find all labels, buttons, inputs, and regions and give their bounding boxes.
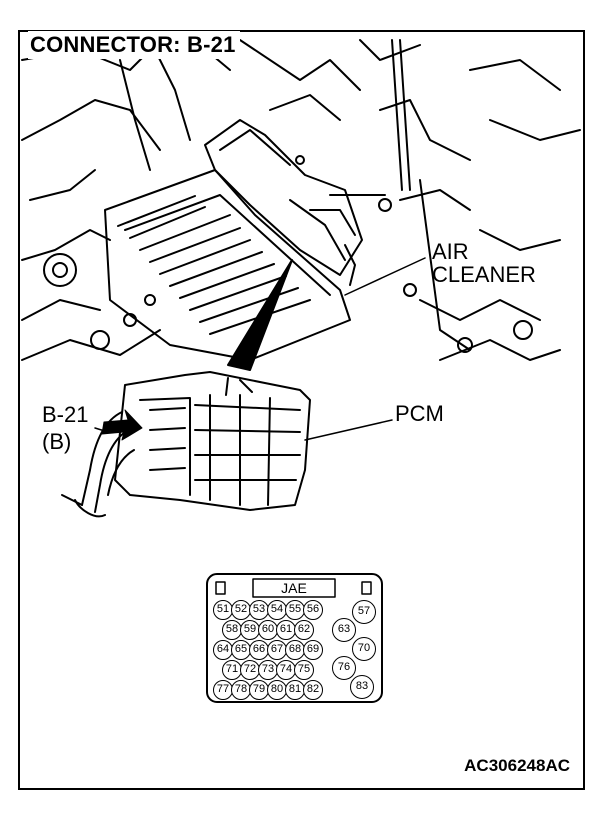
connector-pin-74: 74 — [276, 660, 296, 680]
connector-pin-66: 66 — [249, 640, 269, 660]
connector-id-label: B-21 — [42, 402, 89, 427]
air-cleaner-label-line1: AIR — [432, 239, 469, 264]
connector-pin-71: 71 — [222, 660, 242, 680]
page-title: CONNECTOR: B-21 — [28, 31, 240, 59]
connector-pin-69: 69 — [303, 640, 323, 660]
connector-pin-73: 73 — [258, 660, 278, 680]
connector-pin-64: 64 — [213, 640, 233, 660]
connector-pin-63: 63 — [332, 618, 356, 642]
connector-pin-79: 79 — [249, 680, 269, 700]
connector-pin-57: 57 — [352, 600, 376, 624]
connector-pin-78: 78 — [231, 680, 251, 700]
connector-pin-53: 53 — [249, 600, 269, 620]
figure-code: AC306248AC — [464, 756, 570, 775]
connector-pin-56: 56 — [303, 600, 323, 620]
connector-pin-67: 67 — [267, 640, 287, 660]
air-cleaner-label-line2: CLEANER — [432, 262, 536, 287]
connector-sub-label: (B) — [42, 429, 72, 454]
connector-pin-76: 76 — [332, 656, 356, 680]
connector-pin-65: 65 — [231, 640, 251, 660]
connector-pin-83: 83 — [350, 675, 374, 699]
pcm-label: PCM — [395, 401, 444, 426]
connector-pin-52: 52 — [231, 600, 251, 620]
connector-type-label: JAE — [281, 580, 307, 596]
connector-pin-54: 54 — [267, 600, 287, 620]
connector-pin-59: 59 — [240, 620, 260, 640]
connector-pin-82: 82 — [303, 680, 323, 700]
connector-pin-72: 72 — [240, 660, 260, 680]
connector-pin-61: 61 — [276, 620, 296, 640]
connector-pin-80: 80 — [267, 680, 287, 700]
connector-pin-51: 51 — [213, 600, 233, 620]
connector-pin-60: 60 — [258, 620, 278, 640]
connector-pin-55: 55 — [285, 600, 305, 620]
connector-pin-68: 68 — [285, 640, 305, 660]
connector-pin-58: 58 — [222, 620, 242, 640]
connector-pin-70: 70 — [352, 637, 376, 661]
connector-pin-62: 62 — [294, 620, 314, 640]
connector-pin-81: 81 — [285, 680, 305, 700]
connector-pin-77: 77 — [213, 680, 233, 700]
connector-pin-75: 75 — [294, 660, 314, 680]
